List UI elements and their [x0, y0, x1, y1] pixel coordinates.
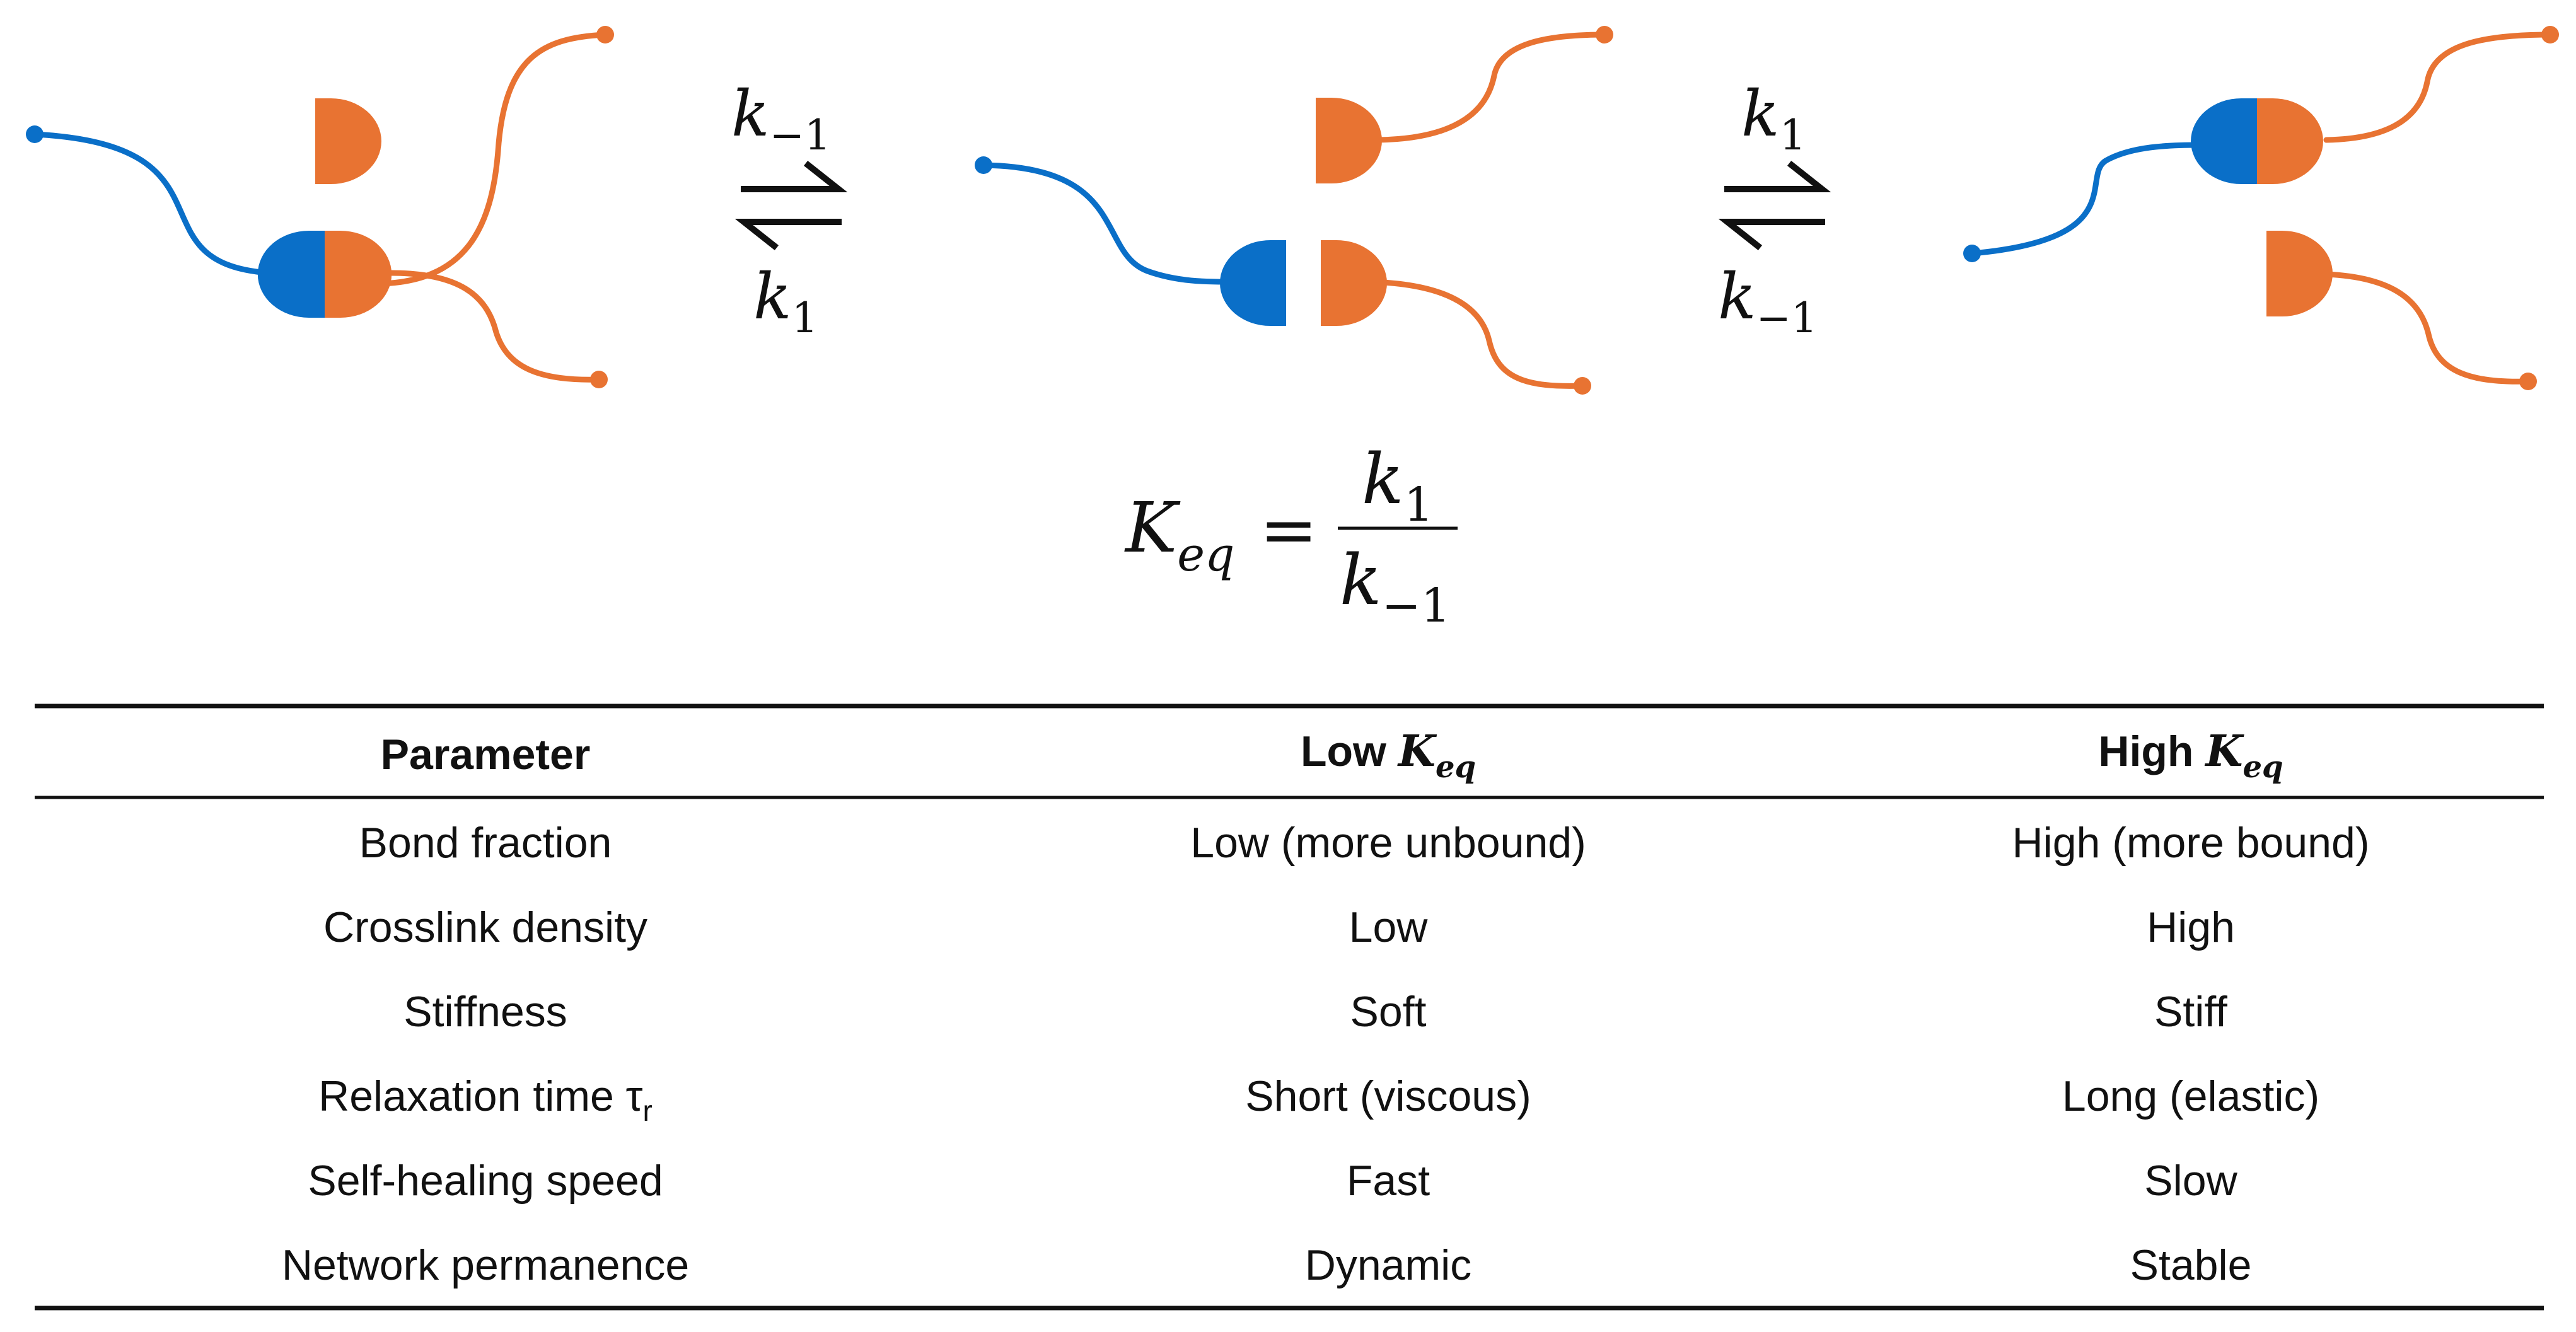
table-row: Self-healing speed Fast Slow: [308, 1157, 2237, 1205]
row-high-value: Slow: [2144, 1157, 2237, 1205]
table-row: Stiffness Soft Stiff: [403, 988, 2227, 1036]
table-row: Network permanence Dynamic Stable: [282, 1241, 2252, 1289]
row-high-value: Stable: [2130, 1241, 2252, 1289]
row-high-value: High: [2147, 903, 2235, 951]
row-parameter: Bond fraction: [359, 819, 612, 867]
rate-label-forward-2: k1: [1741, 77, 1806, 159]
equilibrium-arrow-1: [734, 160, 848, 251]
free-orange-unit-bottom: [1321, 240, 1591, 395]
row-low-value: Low: [1349, 903, 1429, 951]
free-orange-unit-lower: [2266, 231, 2537, 390]
state-2-molecules: [975, 26, 1613, 395]
header-high-keq: High Keq: [2098, 726, 2283, 785]
state-3-molecules: [1963, 26, 2559, 390]
equation-equals: =: [1260, 489, 1318, 570]
equilibrium-equation: Keq = k1 k−1: [1124, 439, 1458, 633]
bound-pair: [26, 125, 608, 388]
rate-label-reverse-1: k−1: [731, 77, 831, 159]
row-parameter: Stiffness: [403, 988, 567, 1036]
row-low-value: Soft: [1350, 988, 1427, 1036]
table-row: Bond fraction Low (more unbound) High (m…: [359, 819, 2370, 867]
row-parameter: Crosslink density: [323, 903, 647, 951]
comparison-table: Parameter Low Keq High Keq Bond fraction…: [35, 704, 2544, 1311]
row-parameter: Network permanence: [282, 1241, 689, 1289]
equation-denominator: k−1: [1340, 540, 1451, 633]
row-high-value: High (more bound): [2012, 819, 2370, 867]
state-1-molecules: [26, 26, 614, 388]
free-orange-unit: [315, 26, 614, 287]
row-low-value: Short (viscous): [1245, 1072, 1531, 1120]
table-row: Crosslink density Low High: [323, 903, 2235, 951]
equilibrium-arrow-2: [1718, 160, 1831, 251]
rate-label-reverse-2: k−1: [1718, 260, 1818, 342]
row-high-value: Stiff: [2154, 988, 2227, 1036]
header-parameter: Parameter: [381, 731, 591, 779]
row-high-value: Long (elastic): [2062, 1072, 2319, 1120]
row-parameter: Self-healing speed: [308, 1157, 663, 1205]
rate-label-forward-1: k1: [753, 260, 818, 342]
free-blue-unit: [975, 156, 1286, 326]
equation-lhs: Keq: [1124, 487, 1234, 582]
table-row: Relaxation time τr Short (viscous) Long …: [318, 1072, 2319, 1127]
row-parameter: Relaxation time τr: [318, 1072, 653, 1127]
bound-pair-top: [1963, 26, 2559, 262]
free-orange-unit-top: [1316, 26, 1613, 183]
row-low-value: Low (more unbound): [1190, 819, 1586, 867]
header-low-keq: Low Keq: [1301, 726, 1476, 785]
row-low-value: Fast: [1347, 1157, 1430, 1205]
equation-numerator: k1: [1362, 439, 1434, 532]
row-low-value: Dynamic: [1305, 1241, 1472, 1289]
